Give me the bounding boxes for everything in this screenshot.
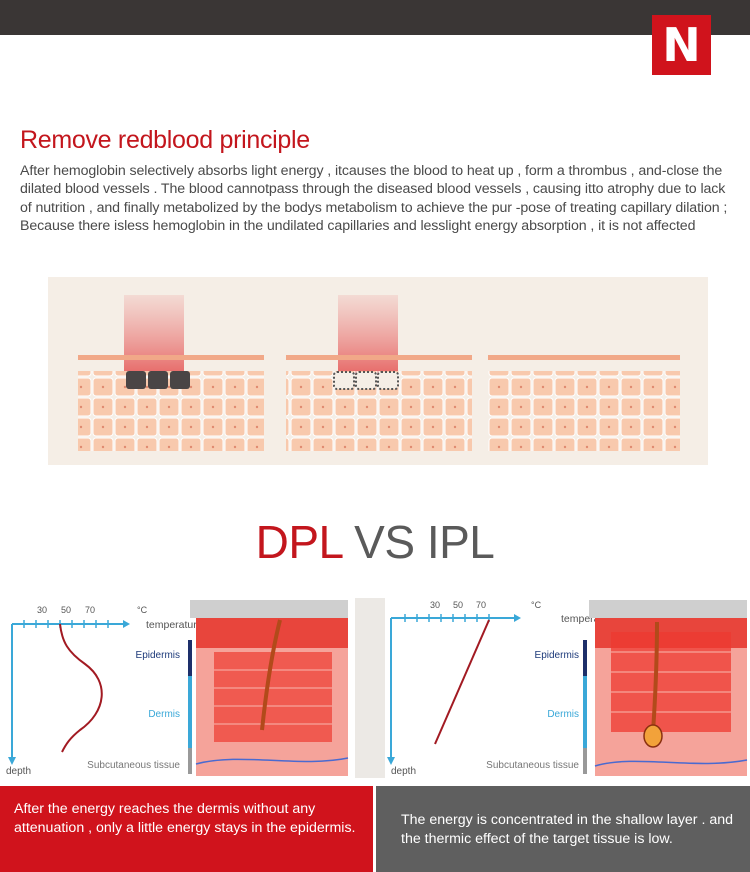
light-beam-1 <box>124 295 184 375</box>
hair-follicle <box>260 619 282 731</box>
light-beam-2 <box>338 295 398 375</box>
energy-block <box>214 652 332 742</box>
skin-cell-svg <box>78 295 680 451</box>
tick-30: 30 <box>430 600 440 610</box>
energy-block <box>611 632 731 732</box>
dermis-label: Dermis <box>547 709 579 720</box>
ipl-caption: The energy is concentrated in the shallo… <box>376 786 750 872</box>
tick-70: 70 <box>476 600 486 610</box>
dpl-label: DPL <box>255 516 343 568</box>
coagulated-vessel <box>126 371 146 389</box>
depth-label: depth <box>391 766 416 777</box>
tick-30: 30 <box>37 605 47 615</box>
dpl-caption: After the energy reaches the dermis with… <box>0 786 373 872</box>
subcutaneous-label: Subcutaneous tissue <box>486 760 579 771</box>
ipl-temperature-curve <box>434 619 490 745</box>
dpl-temperature-curve <box>59 623 103 753</box>
tick-50: 50 <box>61 605 71 615</box>
unit-label: °C <box>137 605 148 615</box>
coagulated-vessel <box>170 371 190 389</box>
tick-50: 50 <box>453 600 463 610</box>
top-bar <box>0 0 750 35</box>
epidermis-label: Epidermis <box>136 650 180 661</box>
skin-cell-illustration <box>48 277 708 465</box>
section-title: Remove redblood principle <box>20 126 310 154</box>
dpl-vs-ipl-heading: DPL VS IPL <box>0 515 750 569</box>
depth-label: depth <box>6 766 31 777</box>
section-body: After hemoglobin selectively absorbs lig… <box>20 163 728 235</box>
panel-3 <box>488 355 680 451</box>
vs-label: VS <box>341 516 427 568</box>
panel-1 <box>78 295 264 451</box>
panel-2 <box>286 295 472 451</box>
ipl-label: IPL <box>426 516 495 568</box>
temperature-label: temperature <box>146 619 203 631</box>
subcutaneous-label: Subcutaneous tissue <box>87 760 180 771</box>
hair-follicle <box>651 621 659 733</box>
tick-70: 70 <box>85 605 95 615</box>
dpl-diagram: 30 50 70 °C temperature depth Epidermis … <box>0 592 375 784</box>
dermis-label: Dermis <box>148 709 180 720</box>
ipl-diagram: 30 50 70 °C temperature depth Epidermis … <box>375 592 750 784</box>
diagram-separator <box>355 598 385 778</box>
coagulated-vessel <box>148 371 168 389</box>
epidermis-label: Epidermis <box>535 650 579 661</box>
brand-logo: N <box>652 15 711 75</box>
unit-label: °C <box>531 600 542 610</box>
